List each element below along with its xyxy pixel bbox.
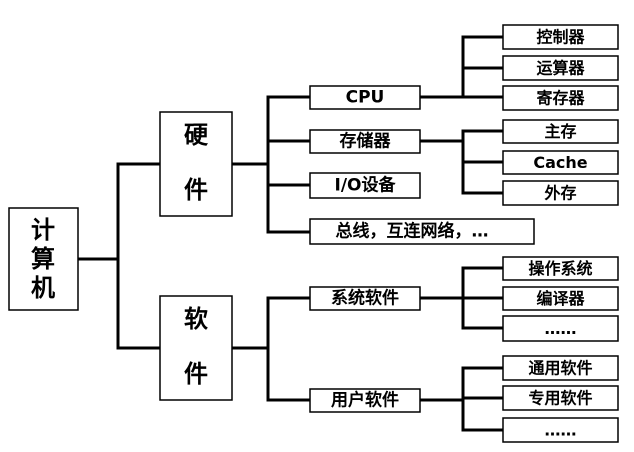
leaf-alu: 运算器 (502, 55, 619, 81)
node-software-char-2: 件 (184, 360, 208, 388)
node-computer-char-2: 算 (31, 245, 55, 273)
connector-lines (76, 35, 505, 432)
leaf-operating-system-label: 操作系统 (528, 259, 592, 278)
leaf-operating-system: 操作系统 (502, 256, 619, 281)
node-application-software: 用户软件 (309, 388, 421, 413)
node-bus-label: 总线，互连网络，… (336, 221, 489, 242)
leaf-main-memory: 主存 (502, 119, 619, 144)
leaf-register-label: 寄存器 (536, 89, 585, 108)
leaf-alu-label: 运算器 (536, 59, 585, 78)
leaf-compiler-label: 编译器 (536, 289, 585, 308)
leaf-general-software-label: 通用软件 (528, 359, 592, 378)
node-hardware: 硬 件 (159, 111, 233, 217)
leaf-special-software-label: 专用软件 (528, 389, 592, 408)
node-computer: 计 算 机 (8, 207, 79, 311)
node-io: I/O设备 (309, 172, 421, 199)
leaf-register: 寄存器 (502, 85, 619, 111)
node-hardware-char-1: 硬 (184, 121, 209, 149)
node-software: 软 件 (159, 295, 233, 401)
node-application-software-label: 用户软件 (331, 390, 399, 411)
leaf-compiler: 编译器 (502, 286, 619, 311)
leaf-main-memory-label: 主存 (544, 122, 576, 141)
node-cpu: CPU (309, 85, 421, 110)
node-storage-label: 存储器 (340, 131, 392, 152)
leaf-controller: 控制器 (502, 24, 619, 50)
node-system-software: 系统软件 (309, 286, 421, 311)
leaf-system-more: …… (502, 315, 619, 342)
node-system-software-label: 系统软件 (331, 288, 399, 309)
leaf-external-storage: 外存 (502, 180, 619, 206)
node-cpu-label: CPU (346, 88, 385, 108)
node-bus: 总线，互连网络，… (309, 218, 535, 245)
leaf-application-more: …… (502, 417, 619, 443)
node-hardware-char-2: 件 (184, 176, 208, 204)
node-computer-char-3: 机 (31, 274, 55, 302)
leaf-system-more-label: …… (545, 319, 577, 338)
node-computer-char-1: 计 (31, 216, 55, 244)
node-software-char-1: 软 (184, 305, 208, 333)
leaf-application-more-label: …… (545, 421, 577, 440)
node-storage: 存储器 (309, 129, 421, 154)
leaf-cache: Cache (502, 150, 619, 175)
leaf-external-storage-label: 外存 (543, 184, 576, 203)
leaf-controller-label: 控制器 (536, 28, 585, 47)
leaf-special-software: 专用软件 (502, 385, 619, 411)
leaf-general-software: 通用软件 (502, 355, 619, 381)
node-io-label: I/O设备 (335, 175, 397, 196)
leaf-cache-label: Cache (533, 153, 587, 172)
